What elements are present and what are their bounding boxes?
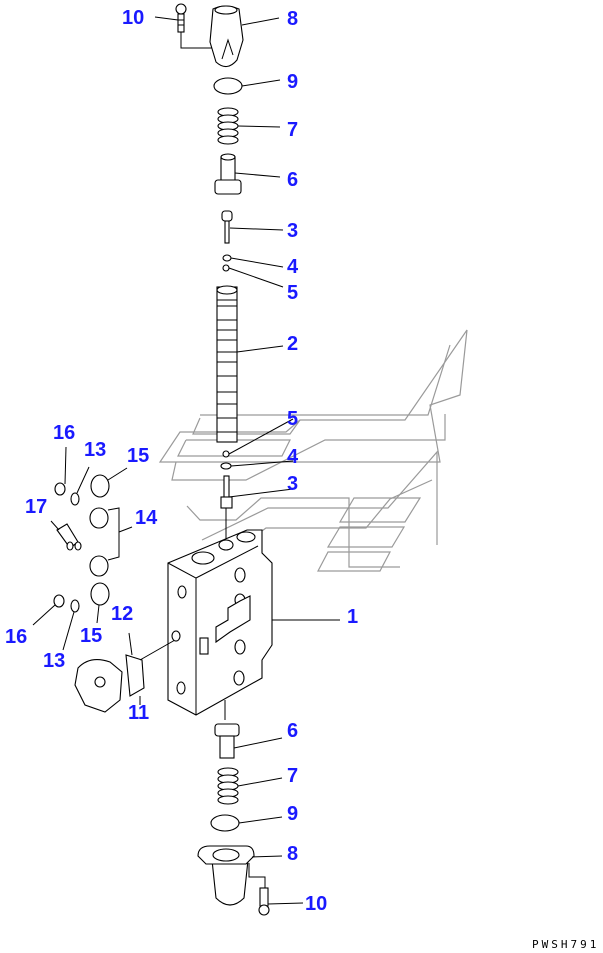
bolt-top	[175, 3, 224, 58]
callout-8-bot: 8	[287, 843, 298, 865]
o-ring-bottom	[210, 814, 240, 832]
cap-bottom	[197, 845, 266, 906]
callout-15-bot: 15	[80, 625, 102, 647]
callout-2: 2	[287, 333, 298, 355]
callout-16-top: 16	[53, 422, 75, 444]
side-valve	[74, 630, 181, 713]
callout-4-top: 4	[287, 256, 299, 278]
spring-bottom	[217, 767, 239, 805]
callout-8-top: 8	[287, 8, 298, 30]
bolt-bottom	[258, 887, 270, 916]
callout-4-mid: 4	[287, 446, 299, 468]
spool	[216, 285, 238, 443]
callout-11: 11	[128, 702, 149, 724]
pin-mid	[220, 475, 233, 540]
leader-lines	[32, 16, 304, 905]
callout-7-top: 7	[287, 119, 298, 141]
callout-5-mid: 5	[287, 408, 298, 430]
callout-14: 14	[135, 507, 158, 529]
retainer-bottom	[214, 700, 240, 759]
retainer-top	[214, 153, 242, 195]
callout-6-bot: 6	[287, 720, 298, 742]
o-ring-top	[213, 77, 243, 95]
pin-top	[221, 210, 233, 244]
ball-top	[222, 264, 230, 272]
left-seals	[53, 474, 133, 613]
callout-15-top: 15	[127, 445, 149, 467]
callout-6-top: 6	[287, 169, 298, 191]
callout-10-top: 10	[122, 7, 144, 29]
spring-top	[217, 107, 239, 145]
ring-mid	[220, 462, 232, 470]
callout-3-top: 3	[287, 220, 298, 242]
callout-5-top: 5	[287, 282, 298, 304]
callout-1: 1	[347, 606, 358, 628]
callout-7-bot: 7	[287, 765, 298, 787]
callout-13-bot: 13	[43, 650, 65, 672]
watermark-logo	[158, 329, 468, 572]
cap-top	[209, 5, 244, 68]
callout-13-top: 13	[84, 439, 106, 461]
callout-16-bot: 16	[5, 626, 27, 648]
valve-body	[167, 529, 340, 716]
callout-12: 12	[111, 603, 133, 625]
ring-top	[222, 254, 232, 262]
drawing-code: PWSH791	[532, 938, 599, 951]
ball-mid	[222, 450, 230, 458]
callout-3-mid: 3	[287, 473, 298, 495]
callout-9-top: 9	[287, 71, 298, 93]
callout-9-bot: 9	[287, 803, 298, 825]
callout-17: 17	[25, 496, 47, 518]
callout-10-bot: 10	[305, 893, 327, 915]
